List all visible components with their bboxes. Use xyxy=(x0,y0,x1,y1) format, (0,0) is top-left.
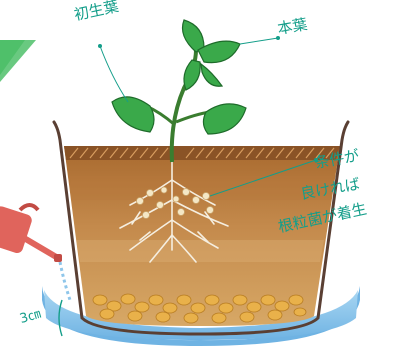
cotyledon-leaf-left xyxy=(112,97,154,132)
true-leaf-left xyxy=(183,20,205,52)
seedling xyxy=(112,20,246,162)
watering-can-icon xyxy=(0,205,70,300)
cotyledon-leaf-right xyxy=(203,104,246,134)
true-leaf-lower xyxy=(184,60,200,90)
